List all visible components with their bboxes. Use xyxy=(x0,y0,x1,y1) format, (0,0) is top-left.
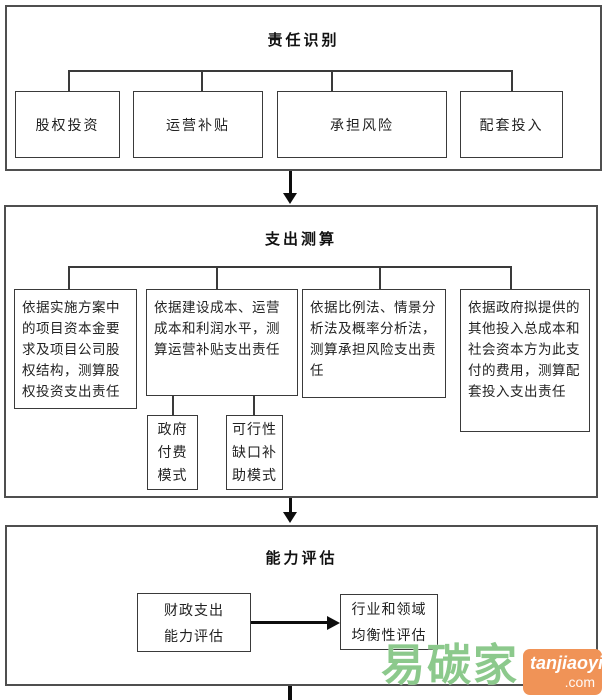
connector-drop-desc-2 xyxy=(216,266,218,289)
sub-box-viability-gap-subsidy-mode: 可行性 缺口补 助模式 xyxy=(226,415,283,490)
down-arrow-2-head xyxy=(283,512,297,523)
down-arrow-1-head xyxy=(283,193,297,204)
connector-drop-supporting xyxy=(511,70,513,91)
section-responsibility-identification: 责任识别 xyxy=(5,5,602,171)
desc-box-risk-calculation: 依据比例法、情景分 析法及概率分析法， 测算承担风险支出责 任 xyxy=(302,289,446,398)
down-arrow-1-shaft xyxy=(289,171,292,194)
section-capability-assessment: 能力评估 xyxy=(5,525,598,686)
watermark-badge: tanjiaoyi .com xyxy=(523,649,604,695)
watermark-badge-line1: tanjiaoyi xyxy=(530,653,604,673)
watermark: 易碳家 tanjiaoyi .com xyxy=(381,640,604,695)
connector-drop-equity xyxy=(68,70,70,91)
connector-hline-section2 xyxy=(68,266,512,268)
right-arrow-shaft xyxy=(251,621,328,624)
desc-box-supporting-calculation: 依据政府拟提供的 其他投入总成本和 社会资本方为此支 付的费用，测算配 套投入支… xyxy=(460,289,590,432)
flow-box-operation-subsidy: 运营补贴 xyxy=(133,91,263,158)
section-expenditure-calculation: 支出测算 xyxy=(4,205,598,498)
connector-hline-section1 xyxy=(68,70,513,72)
flow-box-equity-investment: 股权投资 xyxy=(15,91,120,158)
flow-box-risk-bearing: 承担风险 xyxy=(277,91,447,158)
connector-drop-desc-4 xyxy=(510,266,512,289)
connector-drop-risk xyxy=(331,70,333,91)
connector-drop-gov-pay xyxy=(172,396,174,415)
section-1-title: 责任识别 xyxy=(267,32,340,49)
connector-drop-desc-3 xyxy=(379,266,381,289)
down-arrow-3-shaft xyxy=(288,686,292,700)
section-3-title: 能力评估 xyxy=(265,550,338,567)
watermark-brand-text: 易碳家 xyxy=(381,641,519,690)
right-arrow-head xyxy=(327,616,340,630)
sub-box-government-pay-mode: 政府 付费 模式 xyxy=(147,415,198,490)
section-2-title: 支出测算 xyxy=(264,231,337,248)
desc-box-equity-calculation: 依据实施方案中 的项目资本金要 求及项目公司股 权结构，测算股 权投资支出责任 xyxy=(14,289,137,409)
flow-box-industry-balance-assessment: 行业和领域 均衡性评估 xyxy=(340,594,438,650)
connector-drop-viability-gap xyxy=(253,396,255,415)
flow-box-supporting-input: 配套投入 xyxy=(460,91,563,158)
down-arrow-2-shaft xyxy=(289,498,292,513)
connector-drop-desc-1 xyxy=(68,266,70,289)
connector-drop-subsidy xyxy=(201,70,203,91)
watermark-badge-line2: .com xyxy=(564,674,595,690)
flow-box-fiscal-expenditure-assessment: 财政支出 能力评估 xyxy=(137,593,251,652)
desc-box-subsidy-calculation: 依据建设成本、运营 成本和利润水平，测 算运营补贴支出责任 xyxy=(146,289,298,396)
